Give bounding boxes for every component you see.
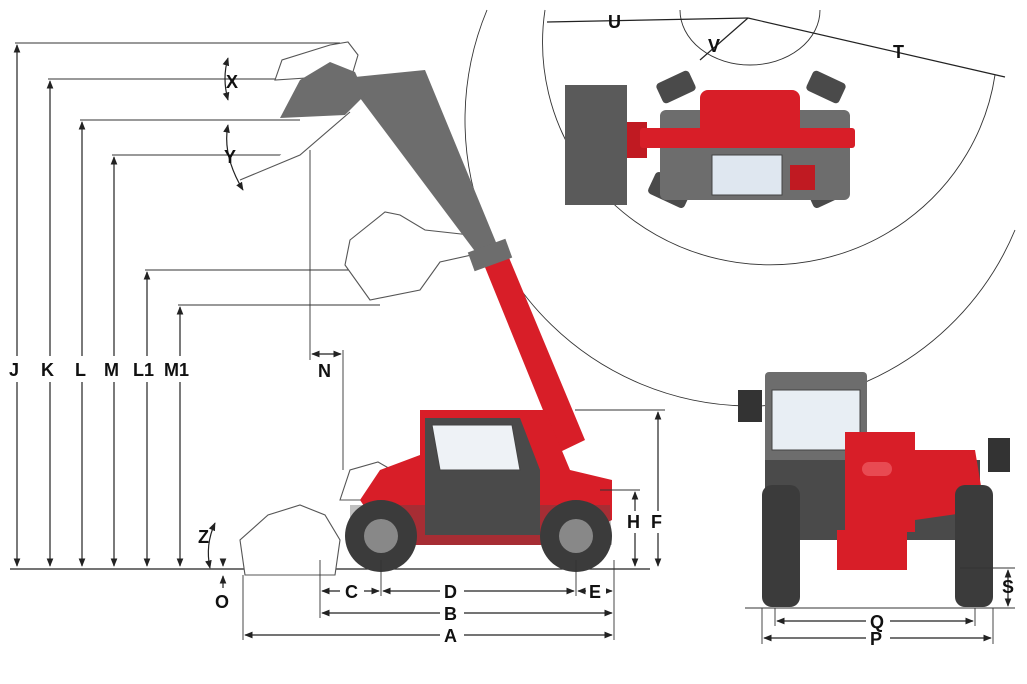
label-Y: Y	[224, 147, 236, 167]
label-E: E	[589, 582, 601, 602]
label-O: O	[215, 592, 229, 612]
top-view: U V T	[464, 9, 1016, 407]
label-P: P	[870, 629, 882, 649]
label-D: D	[444, 582, 457, 602]
label-N: N	[318, 361, 331, 381]
label-C: C	[345, 582, 358, 602]
rear-view: S Q P	[738, 372, 1015, 649]
top-view-bucket	[565, 85, 627, 205]
label-F: F	[651, 512, 662, 532]
label-L: L	[75, 360, 86, 380]
label-X: X	[226, 72, 238, 92]
label-B: B	[444, 604, 457, 624]
label-M1: M1	[164, 360, 189, 380]
label-K: K	[41, 360, 54, 380]
side-view: J K L M L1 M1 N X	[4, 41, 672, 646]
label-V: V	[708, 36, 720, 56]
label-J: J	[9, 360, 19, 380]
rear-left-wheel	[762, 485, 800, 607]
label-T: T	[893, 42, 904, 62]
label-Z: Z	[198, 527, 209, 547]
label-L1: L1	[133, 360, 154, 380]
label-U: U	[608, 12, 621, 32]
label-M: M	[104, 360, 119, 380]
label-S: S	[1002, 577, 1014, 597]
label-H: H	[627, 512, 640, 532]
rear-right-wheel	[955, 485, 993, 607]
label-A: A	[444, 626, 457, 646]
label-Q: Q	[870, 612, 884, 632]
